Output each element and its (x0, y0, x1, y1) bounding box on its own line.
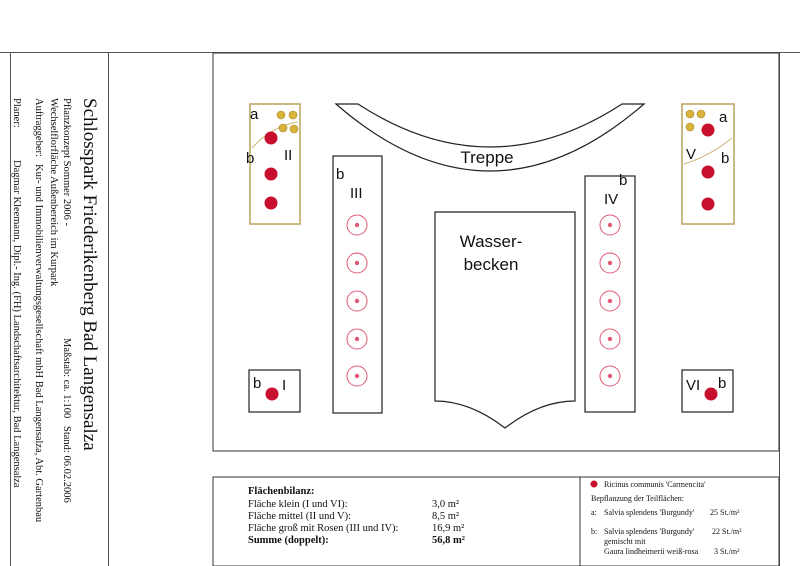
bed-iii-zone-b: b (336, 166, 344, 183)
rose-center (607, 222, 613, 228)
ricinus-legend-label: Ricinus communis 'Carmencita' (604, 480, 706, 489)
rose-center (354, 260, 360, 266)
legend-a-density: 25 St./m² (710, 508, 740, 517)
legend-b-density: 22 St./m² (712, 527, 742, 536)
bed-iii (332, 155, 383, 414)
bed-i-label: I (282, 377, 286, 394)
bed-vi-zone-b: b (718, 375, 726, 392)
salvia-cluster (696, 109, 706, 119)
legend-a-text: Salvia splendens 'Burgundy' (604, 508, 695, 517)
legend-b-key: b: (591, 527, 598, 536)
salvia-cluster (289, 124, 299, 134)
bed-ii-zone-a: a (250, 106, 259, 123)
ricinus-plant (264, 167, 278, 181)
rose-ring (599, 290, 621, 312)
bed-v-zone-a: a (719, 109, 728, 126)
water-basin (434, 211, 576, 429)
rose-center (354, 298, 360, 304)
ricinus-plant (701, 197, 715, 211)
ricinus-plant (704, 387, 718, 401)
bed-v-zone-divider (683, 137, 733, 165)
basin-label-1: Wasser- (460, 232, 523, 251)
rose-center (607, 373, 613, 379)
legend-a-key: a: (591, 508, 597, 517)
rose-center (354, 373, 360, 379)
rose-ring (599, 214, 621, 236)
bed-ii-zone-divider (251, 121, 299, 149)
balance-row-label: Fläche mittel (II und V): (248, 511, 352, 522)
legend-b-text-2: Gaura lindheimerii weiß-rosa (604, 547, 699, 556)
rose-ring (599, 365, 621, 387)
bed-vi-label: VI (686, 377, 700, 394)
ricinus-plant (701, 165, 715, 179)
ricinus-legend-dot (590, 480, 598, 488)
rose-center (607, 298, 613, 304)
stair-shape (334, 103, 646, 172)
rose-ring (599, 328, 621, 350)
rose-center (354, 336, 360, 342)
bed-iv-zone-b: b (619, 172, 627, 189)
balance-sum-label: Summe (doppelt): (248, 535, 329, 546)
basin-label-2: becken (464, 255, 519, 274)
plan-frame (212, 52, 780, 452)
balance-row-label: Fläche groß mit Rosen (III und IV): (248, 523, 399, 534)
bed-ii-zone-b: b (246, 150, 254, 167)
frame-left-line (10, 52, 11, 566)
balance-sum-value: 56,8 m² (432, 535, 465, 546)
salvia-cluster (288, 110, 298, 120)
balance-box (212, 476, 780, 566)
salvia-cluster (685, 109, 695, 119)
rose-ring (346, 365, 368, 387)
ricinus-plant (264, 196, 278, 210)
rose-center (607, 260, 613, 266)
salvia-cluster (276, 110, 286, 120)
rose-ring (346, 328, 368, 350)
balance-heading: Flächenbilanz: (248, 486, 315, 497)
rose-ring (346, 214, 368, 236)
bed-v-label: V (686, 146, 696, 163)
balance-row-value: 16,9 m² (432, 523, 465, 534)
rose-ring (346, 252, 368, 274)
rose-center (354, 222, 360, 228)
ricinus-plant (264, 131, 278, 145)
rose-center (607, 336, 613, 342)
ricinus-plant (701, 123, 715, 137)
salvia-cluster (278, 123, 288, 133)
balance-row-value: 3,0 m² (432, 499, 460, 510)
legend-b-text: Salvia splendens 'Burgundy' (604, 527, 695, 536)
stair-label: Treppe (460, 148, 513, 167)
planting-legend-heading: Bepflanzung der Teilflächen: (591, 494, 685, 503)
balance-row-label: Fläche klein (I und VI): (248, 499, 348, 510)
title-block-divider (108, 52, 109, 566)
bed-v-zone-b: b (721, 150, 729, 167)
bed-iii-label: III (350, 185, 363, 202)
rose-ring (599, 252, 621, 274)
legend-b-density-2: 3 St./m² (714, 547, 740, 556)
ricinus-plant (265, 387, 279, 401)
bed-iv-label: IV (604, 191, 618, 208)
salvia-cluster (685, 122, 695, 132)
balance-row-value: 8,5 m² (432, 511, 460, 522)
bed-ii-label: II (284, 147, 292, 164)
legend-b-mixed: gemischt mit (604, 537, 646, 546)
bed-i (248, 369, 301, 413)
bed-i-zone-b: b (253, 375, 261, 392)
rose-ring (346, 290, 368, 312)
